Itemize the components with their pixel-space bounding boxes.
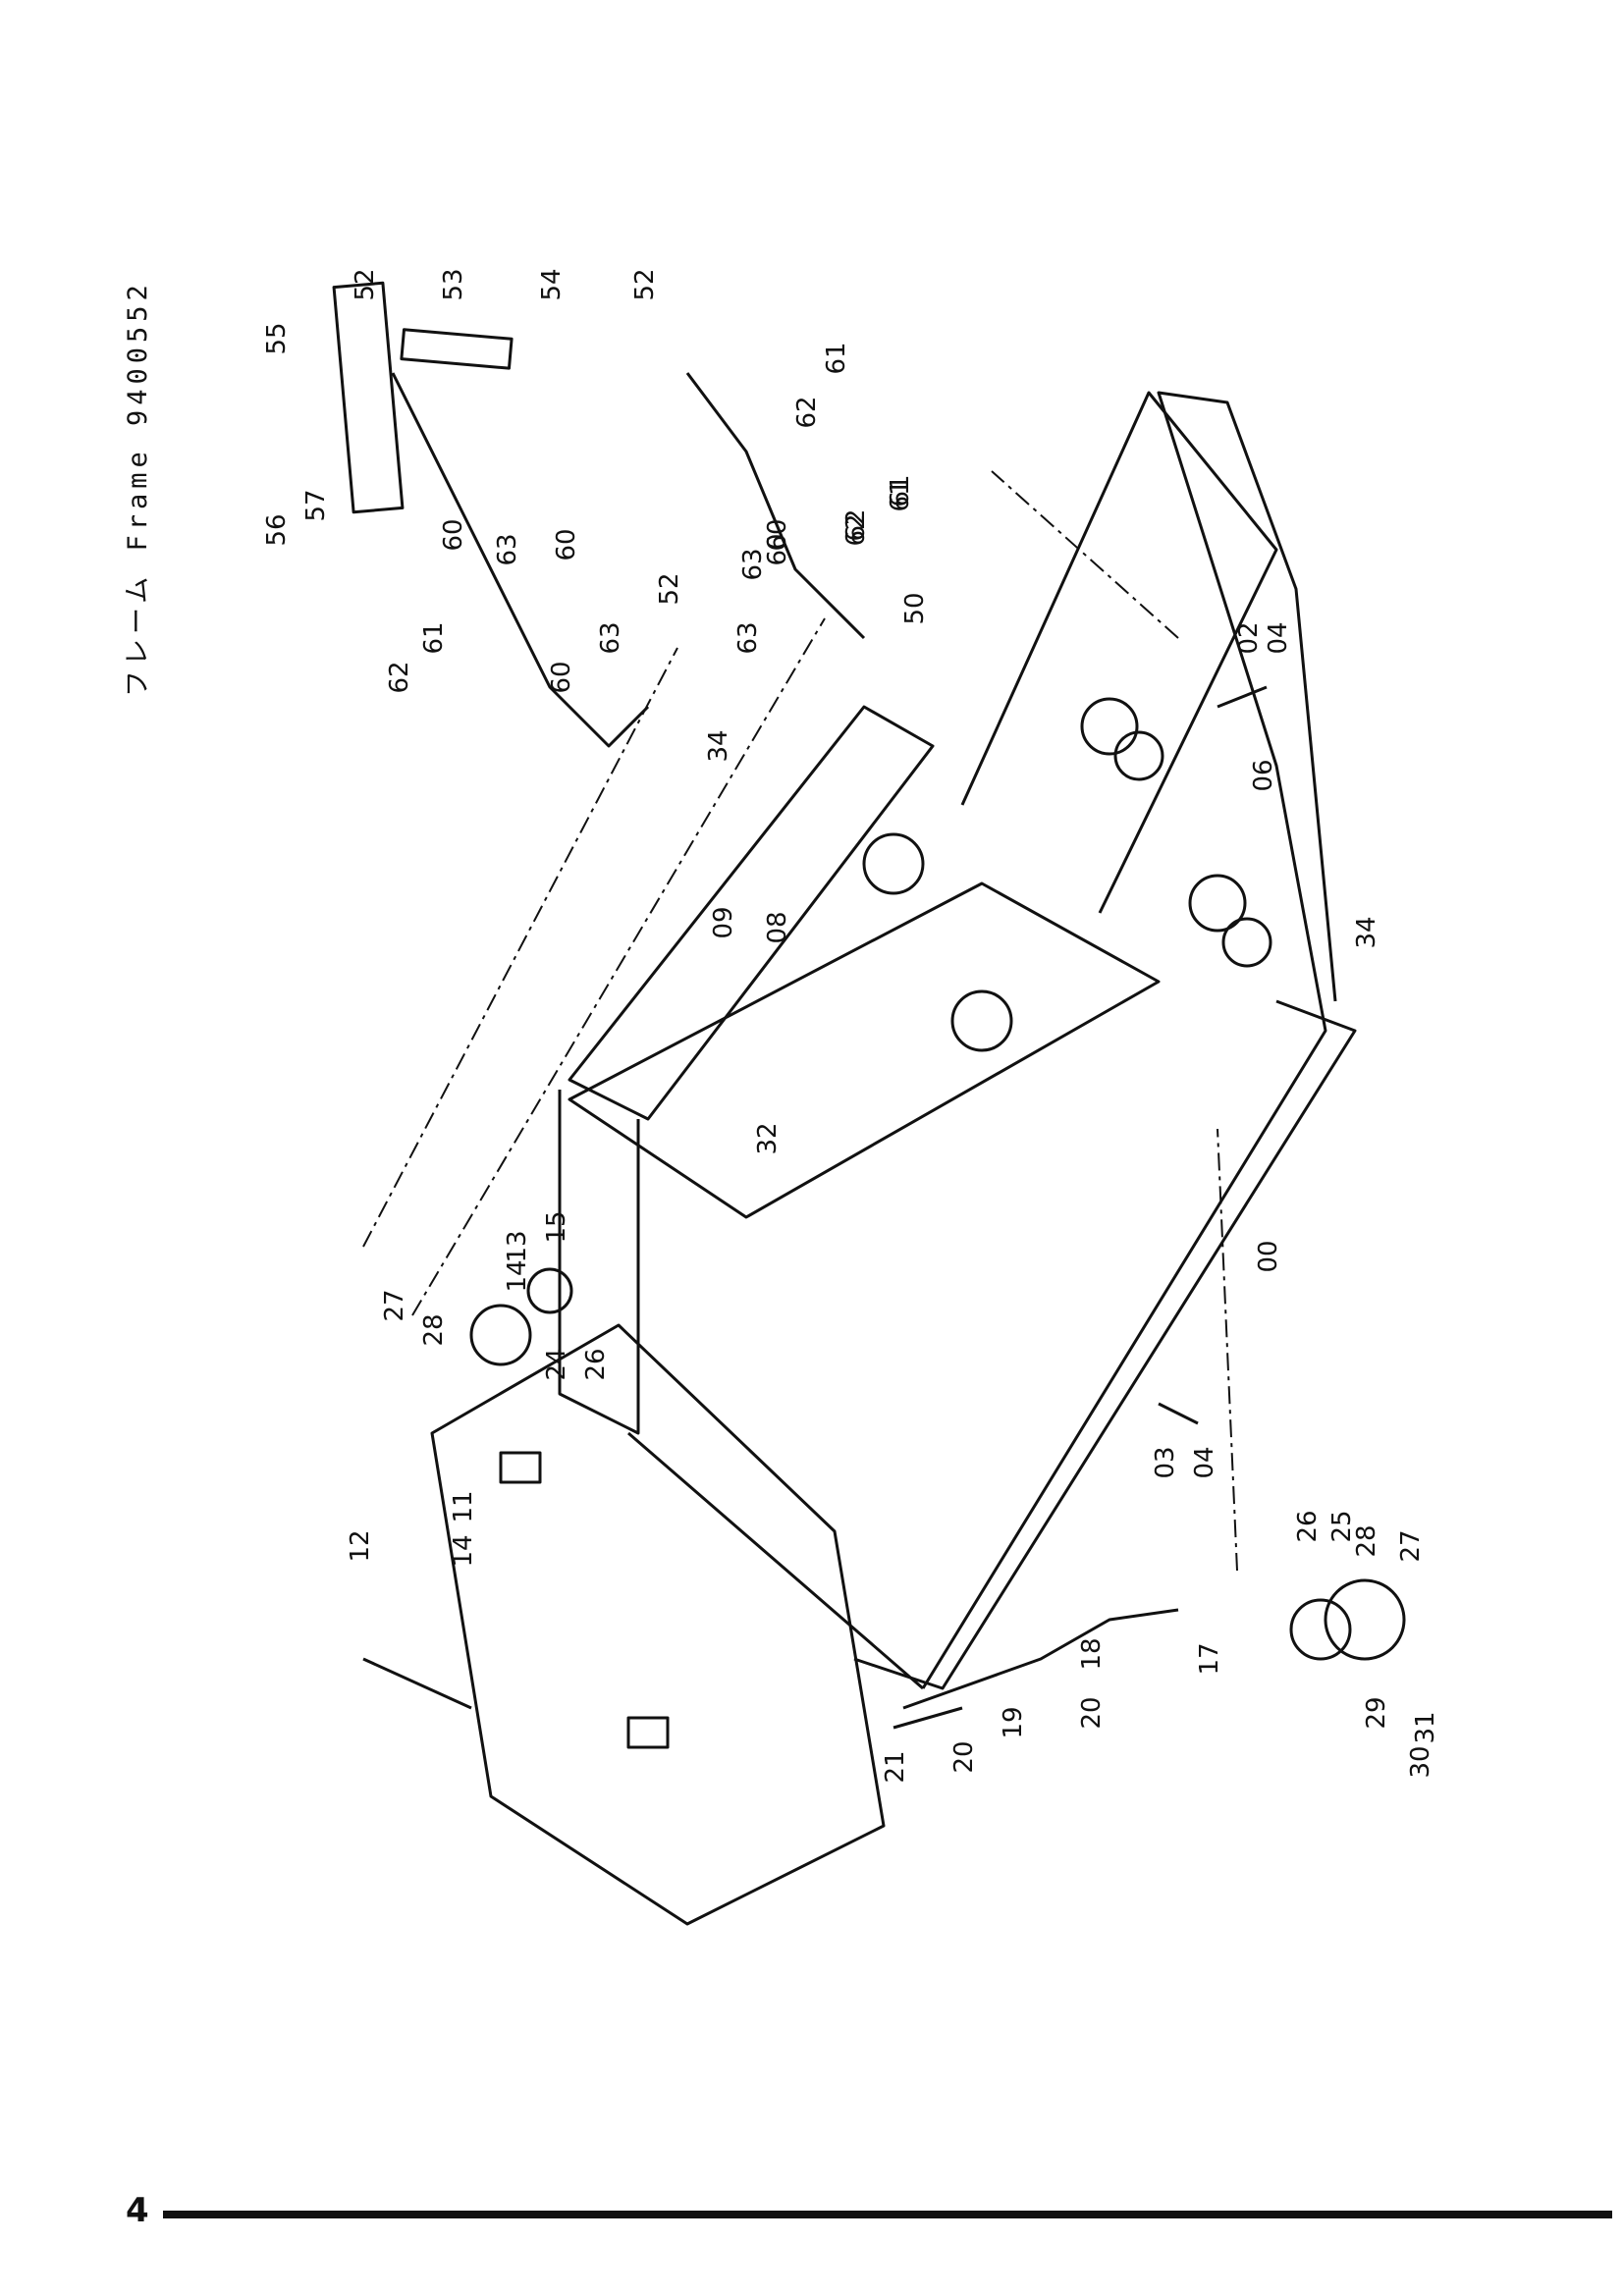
part-callout: 52 (630, 268, 660, 300)
pivot-boss (1221, 917, 1272, 968)
part-callout: 21 (881, 1750, 910, 1783)
part-callout: 08 (763, 911, 792, 943)
part-callout: 54 (537, 268, 567, 300)
part-callout: 63 (733, 621, 763, 654)
page-number: 4 (126, 2191, 149, 2230)
part-callout: 11 (449, 1490, 478, 1522)
part-callout: 28 (1352, 1524, 1381, 1557)
part-callout: 62 (385, 661, 414, 693)
cylinder-body-55 (332, 281, 405, 514)
part-callout: 03 (1151, 1446, 1180, 1478)
part-callout: 57 (301, 489, 331, 521)
pivot-boss (1113, 730, 1164, 781)
part-callout: 60 (763, 533, 792, 565)
cover-plate-24 (469, 1304, 532, 1366)
part-callout: 53 (439, 268, 468, 300)
part-callout: 18 (1077, 1637, 1107, 1670)
bolt-21 (893, 1706, 963, 1730)
part-callout: 62 (841, 513, 871, 546)
part-callout: 29 (1362, 1696, 1391, 1729)
part-callout: 20 (949, 1740, 979, 1773)
part-callout: 63 (493, 533, 522, 565)
frame-rear-plate (960, 391, 1278, 914)
part-callout: 63 (596, 621, 625, 654)
cylinder-rod-53 (400, 328, 514, 370)
part-callout: 60 (439, 518, 468, 551)
part-callout: 12 (346, 1529, 375, 1562)
part-callout: 61 (886, 474, 915, 507)
part-callout: 14 (449, 1534, 478, 1567)
part-callout: 06 (1249, 759, 1278, 791)
cover-plate-25 (1324, 1578, 1406, 1661)
part-callout: 61 (822, 342, 851, 374)
part-callout: 28 (419, 1313, 449, 1346)
part-callout: 27 (380, 1289, 409, 1321)
frame-base-outline (921, 391, 1337, 1689)
footer-rule (163, 2211, 1612, 2218)
hydraulic-pipe-upper (391, 372, 650, 748)
counterweight-body (430, 1323, 886, 1926)
leader-line (362, 647, 678, 1248)
part-callout: 61 (886, 479, 915, 511)
hydraulic-pipe-lower (685, 372, 866, 640)
bolt-02 (1217, 685, 1268, 709)
part-callout: 04 (1264, 621, 1293, 654)
part-callout: 52 (655, 572, 684, 605)
gasket-26-upper (526, 1267, 573, 1314)
pivot-boss (862, 832, 925, 895)
part-callout: 26 (1293, 1510, 1323, 1542)
pivot-boss (950, 989, 1013, 1052)
part-callout: 50 (900, 592, 930, 624)
leader-line (1217, 1128, 1238, 1572)
part-callout: 04 (1190, 1446, 1219, 1478)
frame-inner-box (568, 881, 1161, 1219)
part-callout: 32 (753, 1122, 783, 1154)
part-callout: 15 (542, 1210, 571, 1243)
part-callout: 34 (704, 729, 733, 762)
part-callout: 61 (419, 621, 449, 654)
part-callout: 26 (581, 1348, 611, 1380)
frame-side-rail (853, 999, 1357, 1690)
leader-line (411, 617, 826, 1316)
part-callout: 60 (547, 661, 576, 693)
counterweight-pocket (626, 1716, 670, 1749)
part-callout: 60 (763, 518, 792, 551)
part-callout: 62 (792, 396, 822, 428)
part-callout: 09 (709, 906, 738, 938)
part-callout: 14 (503, 1259, 532, 1292)
frame-front-rail (627, 1431, 924, 1690)
counterweight-pocket (499, 1451, 542, 1484)
part-callout: 13 (503, 1230, 532, 1262)
part-callout: 02 (1234, 621, 1264, 654)
part-callout: 17 (1195, 1642, 1224, 1675)
pivot-boss (1080, 697, 1139, 756)
part-callout: 55 (262, 322, 292, 354)
part-callout: 24 (542, 1348, 571, 1380)
part-callout: 00 (1254, 1240, 1283, 1272)
part-callout: 63 (738, 548, 768, 580)
part-callout: 27 (1396, 1529, 1426, 1562)
part-callout: 60 (552, 528, 581, 561)
bolt-12 (362, 1657, 472, 1710)
gasket-26 (1289, 1598, 1352, 1661)
part-callout: 20 (1077, 1696, 1107, 1729)
part-callout: 19 (999, 1706, 1028, 1738)
part-callout: 52 (351, 268, 380, 300)
pivot-boss (1188, 874, 1247, 933)
leader-line (991, 470, 1179, 639)
pipe-assembly-19 (902, 1608, 1179, 1710)
part-callout: 25 (1327, 1510, 1357, 1542)
part-callout: 56 (262, 513, 292, 546)
part-callout: 34 (1352, 916, 1381, 948)
bolt-03 (1158, 1402, 1199, 1425)
part-callout: 30 (1406, 1745, 1435, 1778)
part-callout: 62 (841, 508, 871, 541)
part-callout: 31 (1411, 1711, 1440, 1743)
frame-front-panel (558, 1090, 640, 1435)
frame-top-deck (568, 705, 935, 1121)
